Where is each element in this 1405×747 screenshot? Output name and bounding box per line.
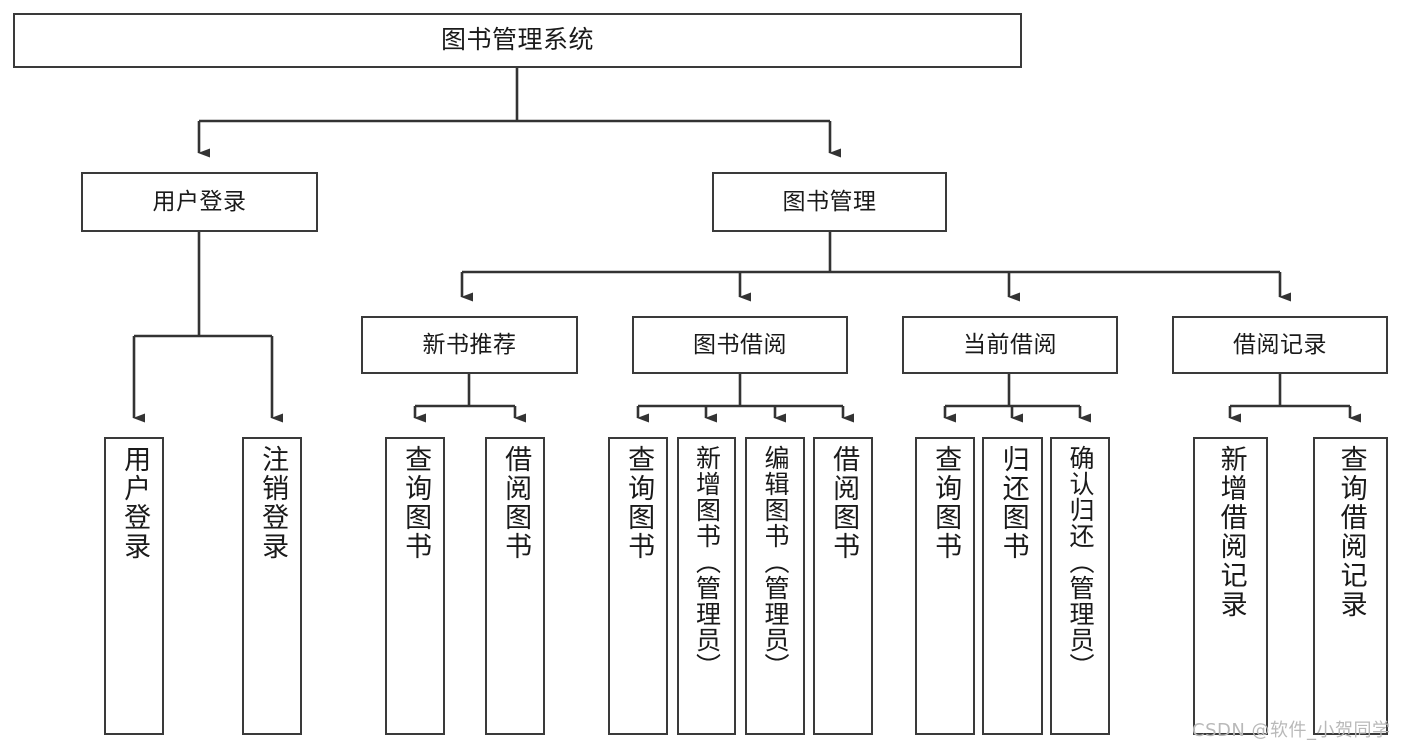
node-leaf-confirm-return-admin-label: 确认归还（管理员）	[1066, 445, 1095, 679]
node-leaf-query-book-rec[interactable]: 查询图书	[385, 437, 445, 735]
node-user-login[interactable]: 用户登录	[81, 172, 318, 232]
node-leaf-edit-book-admin[interactable]: 编辑图书（管理员）	[745, 437, 805, 735]
node-root-label: 图书管理系统	[440, 25, 594, 55]
node-leaf-query-borrow-record[interactable]: 查询借阅记录	[1313, 437, 1388, 735]
node-leaf-return-book-label: 归还图书	[997, 445, 1029, 561]
node-new-book-recommend-label: 新书推荐	[422, 331, 517, 358]
node-leaf-query-book-current-label: 查询图书	[930, 445, 962, 561]
node-leaf-borrow-book-rec-label: 借阅图书	[500, 445, 532, 561]
node-book-manage[interactable]: 图书管理	[712, 172, 947, 232]
node-root[interactable]: 图书管理系统	[13, 13, 1022, 68]
node-leaf-borrow-book-borrow-label: 借阅图书	[828, 445, 860, 561]
node-leaf-add-borrow-record[interactable]: 新增借阅记录	[1193, 437, 1268, 735]
node-leaf-query-book-borrow-label: 查询图书	[623, 445, 655, 561]
node-leaf-add-book-admin[interactable]: 新增图书（管理员）	[677, 437, 736, 735]
node-borrow-record[interactable]: 借阅记录	[1172, 316, 1388, 374]
node-leaf-add-book-admin-label: 新增图书（管理员）	[692, 445, 722, 679]
node-leaf-query-borrow-record-label: 查询借阅记录	[1335, 445, 1367, 619]
node-current-borrow-label: 当前借阅	[963, 331, 1057, 358]
node-user-login-label: 用户登录	[152, 188, 247, 215]
node-borrow-record-label: 借阅记录	[1233, 331, 1327, 358]
node-leaf-query-book-rec-label: 查询图书	[400, 445, 432, 561]
node-current-borrow[interactable]: 当前借阅	[902, 316, 1118, 374]
node-leaf-logout-login-label: 注销登录	[257, 445, 289, 561]
node-leaf-borrow-book-borrow[interactable]: 借阅图书	[813, 437, 873, 735]
node-leaf-add-borrow-record-label: 新增借阅记录	[1215, 445, 1247, 619]
node-leaf-logout-login[interactable]: 注销登录	[242, 437, 302, 735]
node-leaf-return-book[interactable]: 归还图书	[982, 437, 1043, 735]
node-book-borrow-label: 图书借阅	[693, 331, 787, 358]
node-leaf-edit-book-admin-label: 编辑图书（管理员）	[761, 445, 790, 679]
node-leaf-query-book-borrow[interactable]: 查询图书	[608, 437, 668, 735]
node-book-manage-label: 图书管理	[782, 188, 877, 215]
node-leaf-confirm-return-admin[interactable]: 确认归还（管理员）	[1050, 437, 1110, 735]
node-new-book-recommend[interactable]: 新书推荐	[361, 316, 578, 374]
node-leaf-user-login[interactable]: 用户登录	[104, 437, 164, 735]
csdn-watermark: CSDN @软件_小贺同学	[1192, 720, 1391, 741]
node-leaf-query-book-current[interactable]: 查询图书	[915, 437, 975, 735]
node-book-borrow[interactable]: 图书借阅	[632, 316, 848, 374]
node-leaf-user-login-label: 用户登录	[119, 445, 151, 561]
node-leaf-borrow-book-rec[interactable]: 借阅图书	[485, 437, 545, 735]
